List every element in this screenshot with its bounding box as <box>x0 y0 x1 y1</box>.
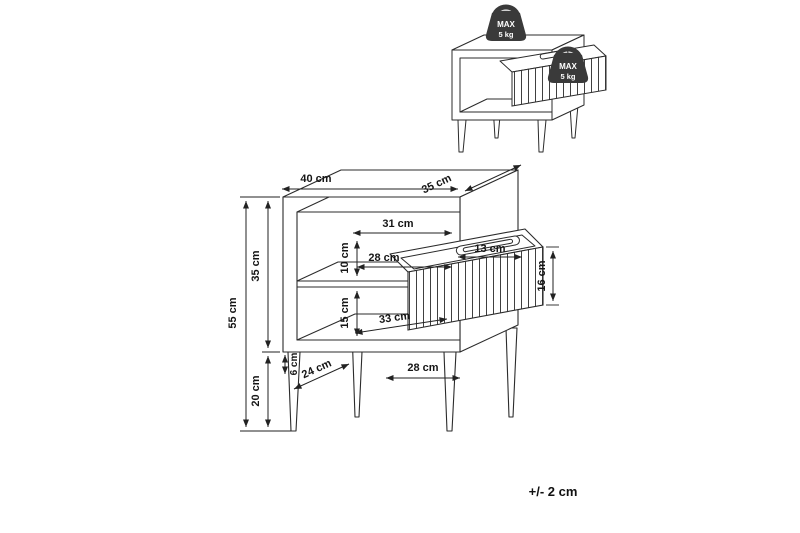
dimension-body-height: 35 cm <box>250 201 271 348</box>
dim-leg-spacing-side-label: 24 cm <box>300 357 334 381</box>
main-figure: 55 cm 35 cm 20 cm 40 cm 35 cm <box>227 164 559 432</box>
weight-badge-drawer-weight-label: 5 kg <box>560 72 575 81</box>
dimension-inner-bottom-width: 33 cm <box>354 310 448 335</box>
dim-inner-top-width-label: 31 cm <box>382 218 413 230</box>
dim-leg-height-label: 20 cm <box>250 375 262 406</box>
drawer-handle <box>455 235 520 256</box>
dimension-handle-width: 13 cm <box>458 243 522 260</box>
weight-badge-top-max-label: MAX <box>497 20 515 29</box>
dim-top-width-label: 40 cm <box>300 173 331 185</box>
dimension-inner-top-width: 31 cm <box>353 218 452 236</box>
dimension-leg-height: 20 cm <box>250 356 271 427</box>
dim-niche-height-label: 15 cm <box>339 297 351 328</box>
weight-badge-top-weight-label: 5 kg <box>498 30 513 39</box>
dim-leg-inset-label: 6 cm <box>289 352 300 375</box>
dim-inner-bottom-width-label: 33 cm <box>378 310 411 326</box>
dim-body-height-label: 35 cm <box>250 250 262 281</box>
weight-badge-drawer: MAX 5 kg <box>547 46 589 83</box>
dim-leg-spacing-front-label: 28 cm <box>407 362 438 374</box>
dimension-drawer-front-height: 10 cm <box>339 241 360 276</box>
dimension-leg-inset: 6 cm <box>282 352 300 375</box>
dim-drawer-inner-width-label: 28 cm <box>368 252 399 264</box>
dimension-total-height: 55 cm <box>227 201 249 427</box>
dim-drawer-height-label: 16 cm <box>536 260 548 291</box>
dimension-drawer-inner-width: 28 cm <box>357 252 452 270</box>
thumbnail-front-legs <box>457 119 547 153</box>
front-legs <box>287 351 457 432</box>
dimension-drawer-height: 16 cm <box>536 251 556 301</box>
dimension-leg-spacing-front: 28 cm <box>386 362 460 381</box>
dim-drawer-front-height-label: 10 cm <box>339 242 351 273</box>
dimension-leg-spacing-side: 24 cm <box>293 357 350 390</box>
weight-badge-drawer-max-label: MAX <box>559 62 577 71</box>
dimension-top-width: 40 cm <box>282 173 458 192</box>
tolerance-note: +/- 2 cm <box>529 484 578 499</box>
weight-badge-top: MAX 5 kg <box>485 4 527 41</box>
dim-total-height-label: 55 cm <box>227 297 239 328</box>
thumbnail-figure: MAX 5 kg MAX 5 kg <box>451 4 607 153</box>
dim-handle-width-label: 13 cm <box>474 243 505 255</box>
